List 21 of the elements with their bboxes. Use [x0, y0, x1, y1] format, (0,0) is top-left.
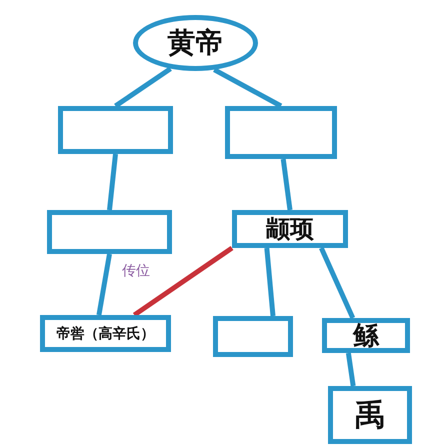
connector-line [264, 248, 276, 316]
connector-line [346, 352, 356, 386]
node-label: 禹 [355, 396, 385, 434]
empty-box [47, 210, 172, 254]
person-box [40, 315, 171, 352]
connector-line [280, 158, 292, 210]
empty-box [58, 106, 173, 154]
succession-line [132, 246, 234, 318]
person-box [328, 386, 412, 444]
empty-box [213, 316, 293, 357]
connector-line [319, 246, 356, 320]
edge-label: 传位 [121, 262, 152, 280]
person-box [232, 210, 348, 248]
node-label: 帝喾（高辛氏） [56, 324, 154, 342]
empty-box [225, 106, 337, 159]
person-box [322, 318, 410, 353]
node-label: 黄帝 [168, 25, 224, 61]
connector-line [107, 154, 118, 210]
connector-line [96, 254, 112, 316]
node-label: 鲧 [353, 320, 379, 353]
node-label: 颛顼 [266, 214, 314, 245]
